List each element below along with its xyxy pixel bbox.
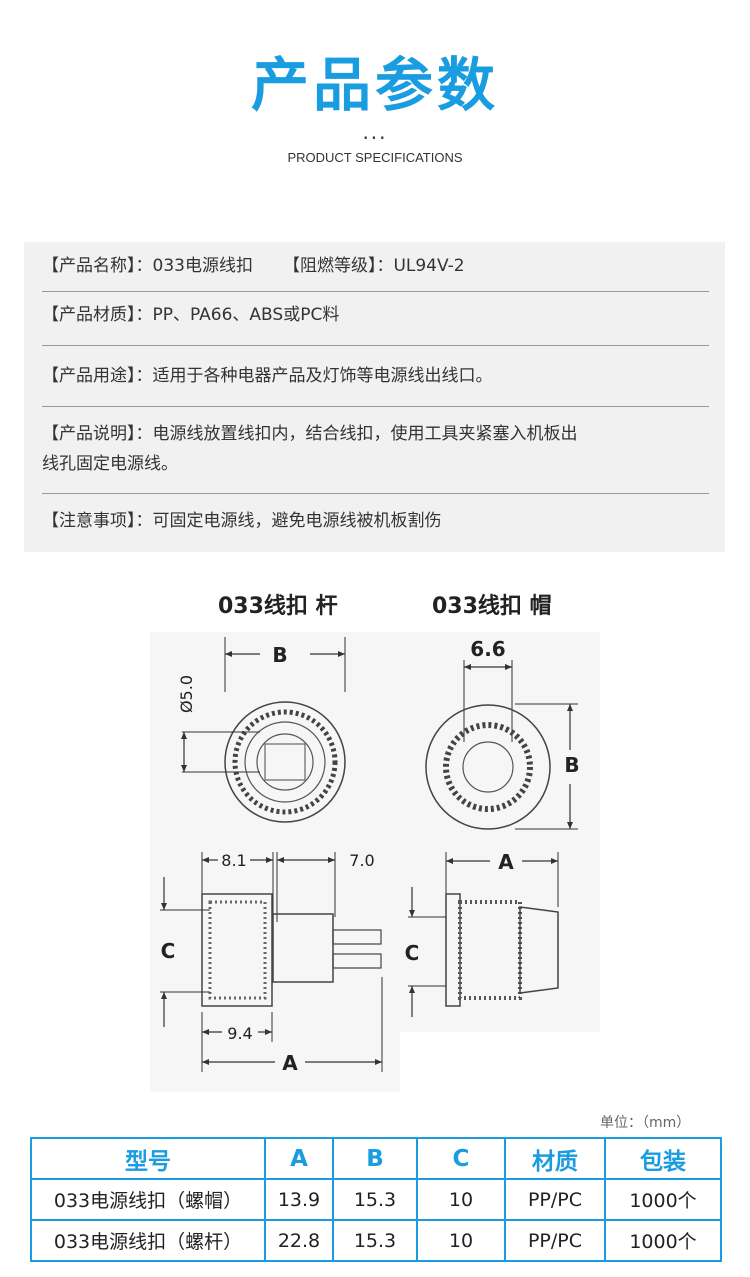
desc-value-line2: 线孔固定电源线。 [42,454,178,474]
spec-row-material: 【产品材质】：PP、PA66、ABS或PC料 [42,300,709,330]
divider [42,406,709,407]
table-row: 033电源线扣（螺帽） 13.9 15.3 10 PP/PC 1000个 [30,1178,722,1221]
spec-table: 型号 A B C 材质 包装 033电源线扣（螺帽） 13.9 15.3 10 … [30,1137,722,1262]
note-label: 【注意事项】： [42,511,153,531]
header-package: 包装 [604,1137,722,1180]
rod-label-d3: 9.4 [227,1024,252,1043]
table-row: 033电源线扣（螺杆） 22.8 15.3 10 PP/PC 1000个 [30,1219,722,1262]
header-b: B [332,1137,418,1180]
cap-label-top: 6.6 [470,637,505,661]
desc-label: 【产品说明】： [42,424,153,444]
cell-b: 15.3 [332,1178,418,1221]
cap-label-b: B [564,753,579,777]
flame-label: 【阻燃等级】： [282,256,394,276]
flame-value: UL94V-2 [393,256,465,276]
cell-package: 1000个 [604,1178,722,1221]
header-a: A [264,1137,334,1180]
cell-package: 1000个 [604,1219,722,1262]
spec-row-name: 【产品名称】：033电源线扣 【阻燃等级】：UL94V-2 [42,251,709,281]
header-material: 材质 [504,1137,606,1180]
desc-value-line1: 电源线放置线扣内，结合线扣，使用工具夹紧塞入机板出 [152,424,578,444]
rod-label-dia: Ø5.0 [177,675,196,713]
note-value: 可固定电源线，避免电源线被机板割伤 [152,511,442,531]
cell-a: 13.9 [264,1178,334,1221]
cell-model: 033电源线扣（螺杆） [30,1219,266,1262]
rod-label-d2: 7.0 [349,851,374,870]
material-label: 【产品材质】： [42,305,153,325]
material-value: PP、PA66、ABS或PC料 [152,305,340,325]
table-header-row: 型号 A B C 材质 包装 [30,1137,722,1180]
left-diagram-title: 033线扣 杆 [218,594,338,619]
cell-a: 22.8 [264,1219,334,1262]
header-c: C [416,1137,506,1180]
cap-label-a: A [498,850,514,874]
unit-label: 单位：（mm） [600,1115,691,1131]
cap-drawing: 6.6 B A C [400,632,600,1032]
divider [42,493,709,494]
rod-label-a: A [282,1051,298,1075]
divider [42,345,709,346]
title-dots: ... [362,120,388,144]
name-value: 033电源线扣 [152,256,253,276]
cell-c: 10 [416,1219,506,1262]
rod-label-b: B [272,643,287,667]
cap-label-c: C [405,941,420,965]
divider [42,291,709,292]
spec-panel: 【产品名称】：033电源线扣 【阻燃等级】：UL94V-2 【产品材质】：PP、P… [24,242,725,552]
usage-value: 适用于各种电器产品及灯饰等电源线出线口。 [152,366,493,386]
cell-material: PP/PC [504,1178,606,1221]
cell-model: 033电源线扣（螺帽） [30,1178,266,1221]
rod-drawing: B Ø5.0 8.1 7.0 C 9.4 A [150,632,400,1092]
page-subtitle: PRODUCT SPECIFICATIONS [287,150,463,165]
usage-label: 【产品用途】： [42,366,153,386]
right-diagram-title: 033线扣 帽 [432,594,552,619]
name-label: 【产品名称】： [42,256,153,276]
spec-row-note: 【注意事项】：可固定电源线，避免电源线被机板割伤 [42,506,709,536]
spec-row-usage: 【产品用途】：适用于各种电器产品及灯饰等电源线出线口。 [42,361,709,391]
cell-material: PP/PC [504,1219,606,1262]
spec-row-desc: 【产品说明】：电源线放置线扣内，结合线扣，使用工具夹紧塞入机板出 线孔固定电源线… [42,419,709,479]
rod-label-d1: 8.1 [221,851,246,870]
cell-c: 10 [416,1178,506,1221]
cell-b: 15.3 [332,1219,418,1262]
page-title: 产品参数 [250,51,499,119]
rod-label-c: C [161,939,176,963]
header-model: 型号 [30,1137,266,1180]
